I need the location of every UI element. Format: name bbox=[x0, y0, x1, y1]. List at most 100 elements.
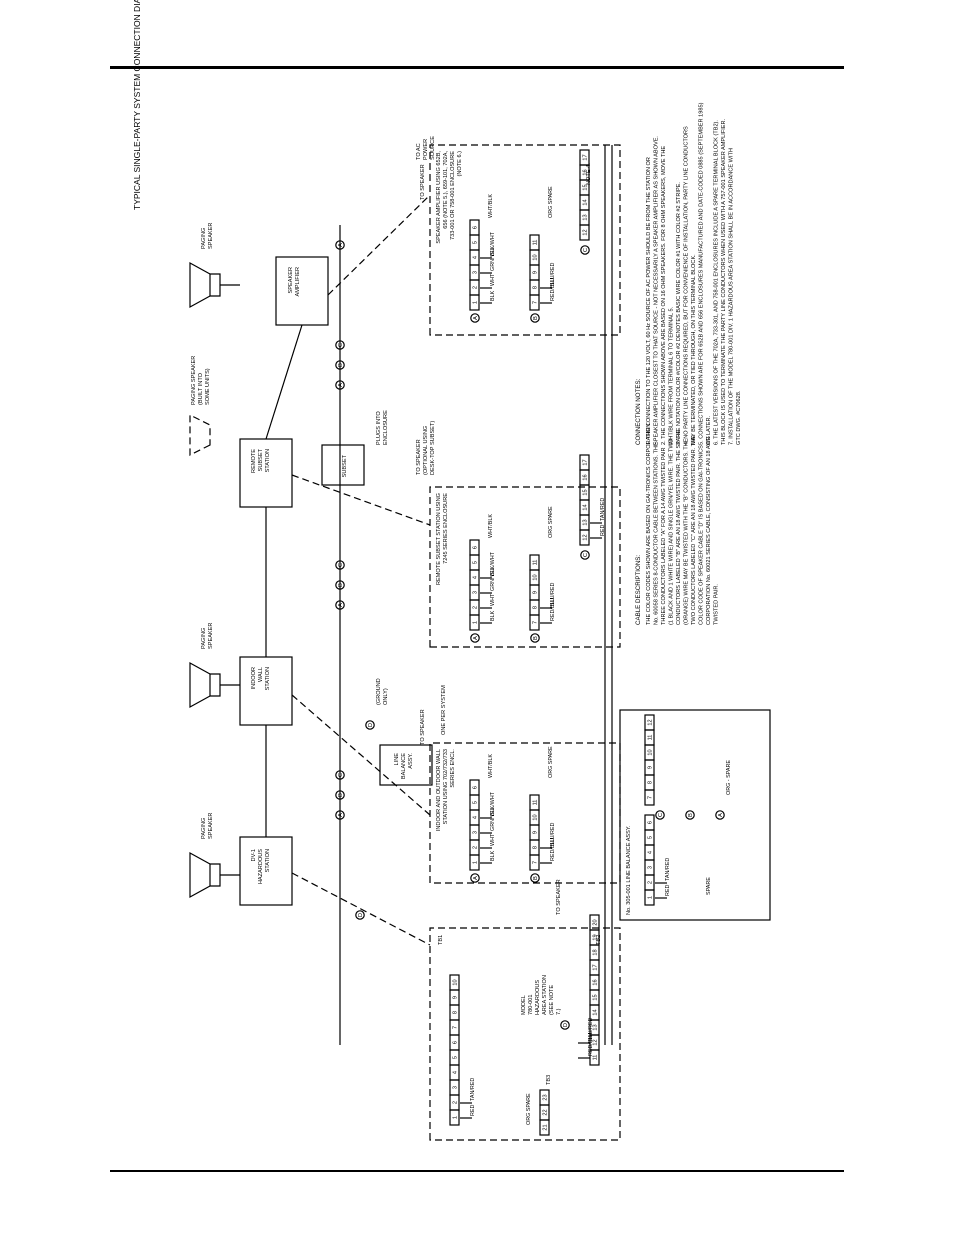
hazardous-area-label: AREA STATION bbox=[542, 975, 548, 1015]
terminal-number: 3 bbox=[473, 591, 479, 594]
connection-notes-heading: CONNECTION NOTES: bbox=[635, 378, 642, 445]
spare-label: ORG SPARE bbox=[526, 1093, 532, 1125]
cable-callout bbox=[470, 633, 480, 643]
to-speaker-optional-label: DESK-TOP SUBSET) bbox=[430, 421, 436, 475]
wire-label: BLK/WHT bbox=[490, 231, 496, 256]
terminal-number: 7 bbox=[533, 861, 539, 864]
cable-callout bbox=[335, 580, 345, 590]
cable-callout-letter: C bbox=[583, 248, 589, 252]
to-speaker-optional-label: TO SPEAKER bbox=[416, 439, 422, 475]
cable-descriptions-text: CONDUCTORS LABELED "B" ARE AN 18 AWG TWI… bbox=[676, 430, 682, 625]
cable-descriptions-text: TWISTED PAIR. bbox=[714, 584, 720, 625]
cable-callout bbox=[470, 313, 480, 323]
spare-label: ORG SPARE bbox=[548, 746, 554, 778]
terminal-number: 8 bbox=[533, 286, 539, 289]
terminal-number: 15 bbox=[583, 184, 589, 190]
amp-terminal-cell bbox=[529, 234, 540, 251]
cable-descriptions-text: TWO CONDUCTORS LABELED "C" ARE AN 18 AWG… bbox=[691, 435, 697, 625]
hazardous-area-label: (SEE NOTE bbox=[549, 985, 555, 1015]
connection-notes-text: THIS BLOCK IS USED TO TERMINATE THE PART… bbox=[721, 118, 727, 445]
connection-notes-text: MAY BE TERMINATED, OR TIED THROUGH, ON T… bbox=[691, 254, 697, 445]
wire-label: RED/BLU bbox=[550, 598, 556, 621]
wire-label: BLU/RED bbox=[550, 823, 556, 846]
diagram-title: TYPICAL SINGLE-PARTY SYSTEM CONNECTION D… bbox=[132, 0, 142, 210]
cable-callout bbox=[335, 340, 345, 350]
remote-subset-station-label: STATION bbox=[265, 449, 271, 472]
subset-box bbox=[321, 444, 365, 486]
terminal-number: 4 bbox=[648, 851, 654, 854]
line-balance-panel bbox=[619, 709, 771, 921]
terminal-number: 9 bbox=[533, 271, 539, 274]
cable-callout-letter: C bbox=[583, 553, 589, 557]
terminal-number: 3 bbox=[453, 1086, 459, 1089]
cable-callout-letter: A bbox=[473, 636, 479, 640]
cable-callout-letter: B bbox=[533, 876, 539, 880]
station-title: 656 (NOTE 5.), 659-101, 702A, bbox=[443, 151, 449, 229]
terminal-number: 16 bbox=[583, 169, 589, 175]
wire-label: BLU/RED bbox=[550, 583, 556, 606]
terminal-number: 12 bbox=[583, 534, 589, 540]
station-title: SERIES ENCL. bbox=[450, 749, 456, 788]
paging-speaker-label: PAGING bbox=[201, 228, 207, 249]
cable-descriptions-text: (ORANGE) WIRE MAY BE TWISTED WITH THE "B… bbox=[684, 438, 690, 625]
cable-callout bbox=[335, 240, 345, 250]
speaker-amp-panel bbox=[429, 144, 621, 336]
cable-callout-letter: B bbox=[338, 583, 344, 587]
amp-terminal-cell bbox=[469, 219, 480, 236]
wire-label: BLK bbox=[490, 610, 496, 621]
cable-descriptions-text: CORPORATION No. 60021 SERIES CABLE, CONS… bbox=[706, 436, 712, 625]
wire-label: RED/BLU bbox=[550, 838, 556, 861]
wire-label: BLU/RED bbox=[550, 263, 556, 286]
tb3-terminal-cell bbox=[539, 1089, 550, 1106]
cable-callout bbox=[580, 550, 590, 560]
wire-label: WHT/BLK bbox=[488, 754, 494, 778]
tb2-terminal-cell bbox=[589, 914, 600, 931]
cable-descriptions-text: COLOR CODE OF SPEAKER CABLE "D" IS BASED… bbox=[699, 445, 705, 625]
amp-upper-terminal-cell bbox=[579, 149, 590, 166]
cable-callout bbox=[560, 1020, 570, 1030]
cable-callout bbox=[655, 810, 665, 820]
terminal-number: 10 bbox=[648, 749, 654, 755]
cable-callout bbox=[530, 873, 540, 883]
terminal-number: 23 bbox=[543, 1094, 549, 1100]
terminal-number: 18 bbox=[593, 949, 599, 955]
remote-subset-panel bbox=[429, 486, 621, 648]
terminal-number: 5 bbox=[453, 1056, 459, 1059]
wire-label: RED/BLU bbox=[550, 278, 556, 301]
bottom-rule bbox=[110, 1170, 844, 1172]
paging-speaker-icon bbox=[189, 261, 211, 309]
terminal-number: 7 bbox=[648, 796, 654, 799]
terminal-number: 7 bbox=[533, 301, 539, 304]
terminal-number: 11 bbox=[593, 1055, 599, 1061]
plugs-into-label: PLUGS INTO bbox=[376, 411, 382, 445]
remote-subset-station-label: SUBSET bbox=[258, 448, 264, 471]
terminal-number: 6 bbox=[453, 1041, 459, 1044]
cable-descriptions-heading: CABLE DESCRIPTIONS: bbox=[635, 555, 642, 625]
terminal-number: 12 bbox=[593, 1039, 599, 1045]
station-title: STATION USING 702/732/733 bbox=[443, 749, 449, 824]
to-ac-label: POWER bbox=[423, 139, 429, 160]
indoor-wall-station-label: WALL bbox=[258, 667, 264, 682]
paging-speaker-label: SPEAKER bbox=[208, 813, 214, 839]
builtin-speaker-icon bbox=[189, 414, 211, 456]
terminal-number: 13 bbox=[593, 1024, 599, 1030]
to-speaker-label: TO SPEAKER bbox=[420, 164, 426, 200]
builtin-speaker-label: PAGING SPEAKER bbox=[191, 356, 197, 405]
terminal-number: 17 bbox=[583, 154, 589, 160]
paging-speaker-label: SPEAKER bbox=[208, 223, 214, 249]
spare-label: ORG SPARE bbox=[548, 506, 554, 538]
terminal-number: 8 bbox=[648, 781, 654, 784]
speaker-amplifier-label: SPEAKER bbox=[288, 267, 294, 293]
cable-callout bbox=[355, 910, 365, 920]
terminal-number: 14 bbox=[583, 199, 589, 205]
terminal-number: 20 bbox=[593, 919, 599, 925]
terminal-number: 6 bbox=[648, 821, 654, 824]
hazardous-area-label: 780-001 bbox=[528, 994, 534, 1015]
cable-descriptions-text: No. 60058 SERIES 8-CONDUCTOR CABLE BETWE… bbox=[654, 442, 660, 625]
remote-upper-terminal-cell bbox=[579, 454, 590, 471]
cable-callout bbox=[580, 245, 590, 255]
terminal-number: 16 bbox=[593, 979, 599, 985]
station-title: SPEAKER AMPLIFIER USING 652B, bbox=[436, 151, 442, 244]
terminal-number: 2 bbox=[648, 881, 654, 884]
connection-notes-text: 4. NO PARTY LINE CONNECTIONS REQUIRED, B… bbox=[684, 126, 690, 445]
